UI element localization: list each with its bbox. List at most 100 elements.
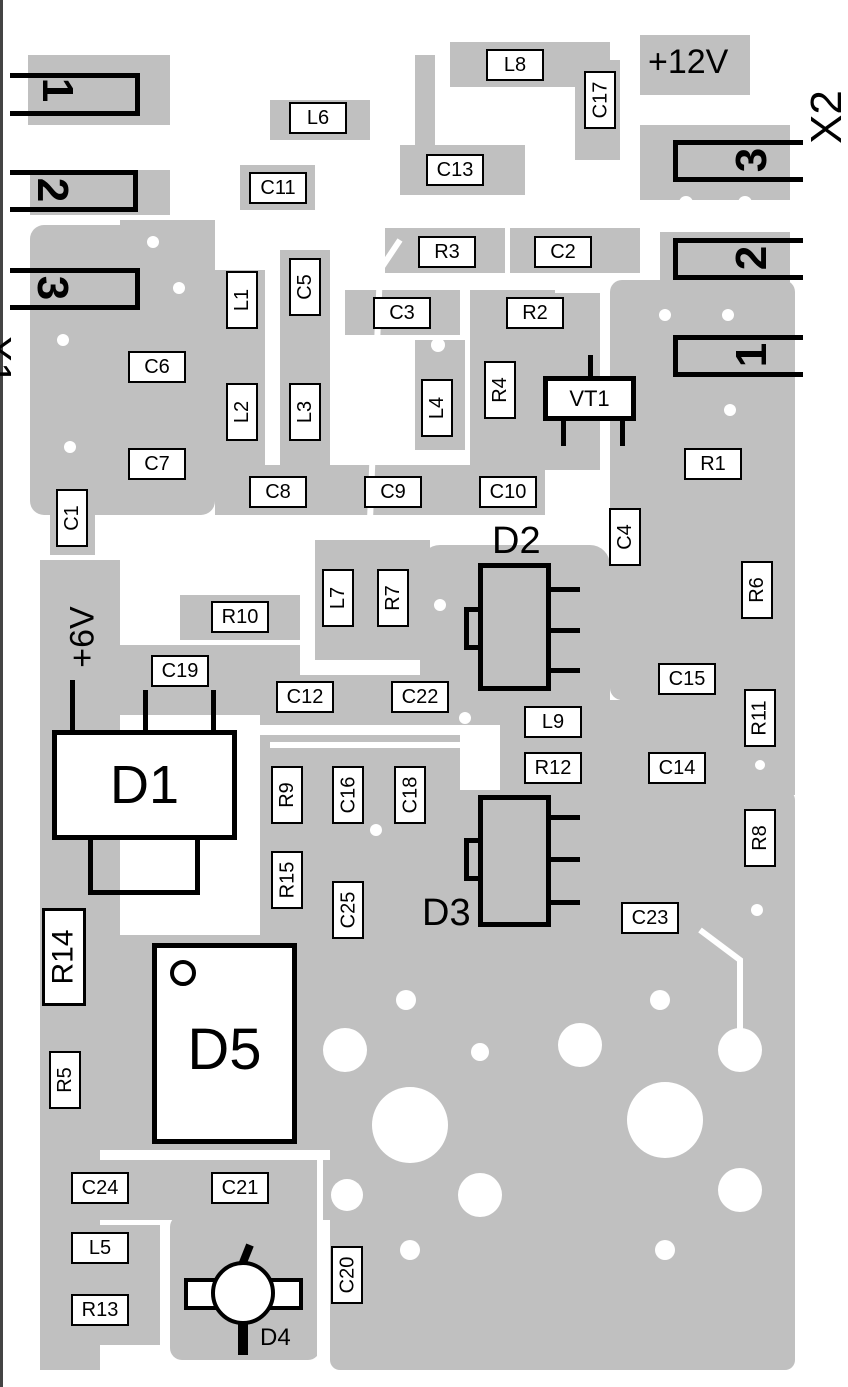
- component-label: C25: [337, 891, 360, 929]
- d3-lead: [548, 815, 580, 820]
- vt1-label: VT1: [569, 385, 610, 411]
- component-l7: L7: [322, 569, 354, 627]
- connector-x2-pin-3[interactable]: [673, 140, 803, 182]
- component-label: C5: [293, 274, 316, 300]
- d1-lead: [211, 690, 216, 735]
- vt1-transistor: VT1: [543, 376, 636, 421]
- component-c21: C21: [211, 1172, 269, 1204]
- d2-lead: [548, 587, 580, 592]
- component-r13: R13: [71, 1294, 129, 1326]
- component-c12: C12: [276, 681, 334, 713]
- component-label: R11: [749, 700, 771, 736]
- d1-lead: [70, 680, 75, 735]
- component-c24: C24: [71, 1172, 129, 1204]
- component-c17: C17: [584, 71, 616, 129]
- d5-pin1-marker: [170, 960, 196, 986]
- component-label: C18: [399, 776, 422, 814]
- component-r4: R4: [484, 361, 516, 419]
- vt1-lead: [561, 418, 566, 446]
- component-r3: R3: [418, 236, 476, 268]
- d2-lead: [548, 668, 580, 673]
- component-l5: L5: [71, 1232, 129, 1264]
- component-c13: C13: [426, 154, 484, 186]
- component-r5: R5: [49, 1051, 81, 1109]
- component-label: R8: [748, 825, 771, 851]
- r14-label: R14: [47, 929, 81, 985]
- d4-label: D4: [260, 1324, 291, 1351]
- connector-x2-label: X2: [801, 90, 848, 144]
- d2-label: D2: [492, 520, 541, 562]
- connector-x2-pin-1[interactable]: [673, 335, 803, 377]
- component-c7: C7: [128, 448, 186, 480]
- r14-resistor: R14: [42, 908, 86, 1006]
- component-c19: C19: [151, 655, 209, 687]
- component-r9: R9: [271, 766, 303, 824]
- component-label: R9: [275, 782, 298, 808]
- component-c1: C1: [56, 489, 88, 547]
- connector-x2-pin-1-label: 1: [727, 342, 777, 368]
- power-6v-label: +6V: [63, 606, 102, 668]
- connector-x2-pin-2-label: 2: [727, 245, 777, 271]
- board-edge: [0, 0, 3, 1387]
- component-r6: R6: [741, 561, 773, 619]
- connector-x2-pin-2[interactable]: [673, 238, 803, 280]
- vt1-lead: [588, 355, 593, 380]
- component-l4: L4: [421, 379, 453, 437]
- connector-x1-pin-1[interactable]: [10, 73, 140, 116]
- component-c8: C8: [249, 476, 307, 508]
- component-r11: R11: [744, 689, 776, 747]
- component-label: R4: [488, 377, 511, 403]
- connector-x1-pin-3-label: 3: [28, 275, 78, 301]
- component-l1: L1: [226, 271, 258, 329]
- d3-lead: [548, 857, 580, 862]
- connector-x1-pin-2-label: 2: [28, 177, 78, 203]
- component-c6: C6: [128, 351, 186, 383]
- component-c11: C11: [249, 172, 307, 204]
- d2-package: [478, 563, 551, 691]
- d3-tab: [464, 838, 482, 881]
- component-c15: C15: [658, 663, 716, 695]
- d2-lead: [548, 628, 580, 633]
- d4-transistor: [184, 1243, 303, 1355]
- component-c23: C23: [621, 902, 679, 934]
- component-c2: C2: [534, 236, 592, 268]
- d3-lead: [548, 900, 580, 905]
- component-l8: L8: [486, 49, 544, 81]
- d3-package: [478, 795, 551, 927]
- component-r8: R8: [744, 809, 776, 867]
- component-c9: C9: [364, 476, 422, 508]
- component-label: L1: [231, 288, 253, 312]
- component-c22: C22: [391, 681, 449, 713]
- component-label: C17: [589, 81, 612, 119]
- component-label: C4: [613, 524, 636, 550]
- d2-tab: [464, 607, 482, 650]
- connector-x2-pin-3-label: 3: [727, 147, 777, 173]
- component-label: L7: [327, 586, 349, 610]
- connector-x1-label: X1: [0, 335, 19, 385]
- component-r12: R12: [524, 752, 582, 784]
- component-c14: C14: [648, 752, 706, 784]
- component-label: L3: [294, 400, 316, 424]
- component-label: R15: [276, 861, 299, 899]
- connector-x1-pin-3[interactable]: [10, 268, 140, 310]
- d3-label: D3: [422, 892, 471, 934]
- component-label: R5: [53, 1067, 76, 1093]
- connector-x1-pin-1-label: 1: [33, 77, 83, 103]
- component-c4: C4: [609, 508, 641, 566]
- component-r10: R10: [211, 601, 269, 633]
- component-c16: C16: [332, 766, 364, 824]
- component-r7: R7: [377, 569, 409, 627]
- d1-label: D1: [109, 755, 180, 815]
- component-c20: C20: [331, 1246, 363, 1304]
- component-label: R6: [745, 577, 768, 603]
- component-label: C16: [337, 776, 360, 814]
- connector-x1-pin-2[interactable]: [10, 170, 138, 212]
- vt1-lead: [620, 418, 625, 446]
- component-label: R7: [381, 585, 404, 611]
- component-label: L2: [231, 400, 253, 424]
- component-l2: L2: [226, 383, 258, 441]
- component-r15: R15: [271, 851, 303, 909]
- component-label: L4: [426, 396, 448, 420]
- component-l3: L3: [289, 383, 321, 441]
